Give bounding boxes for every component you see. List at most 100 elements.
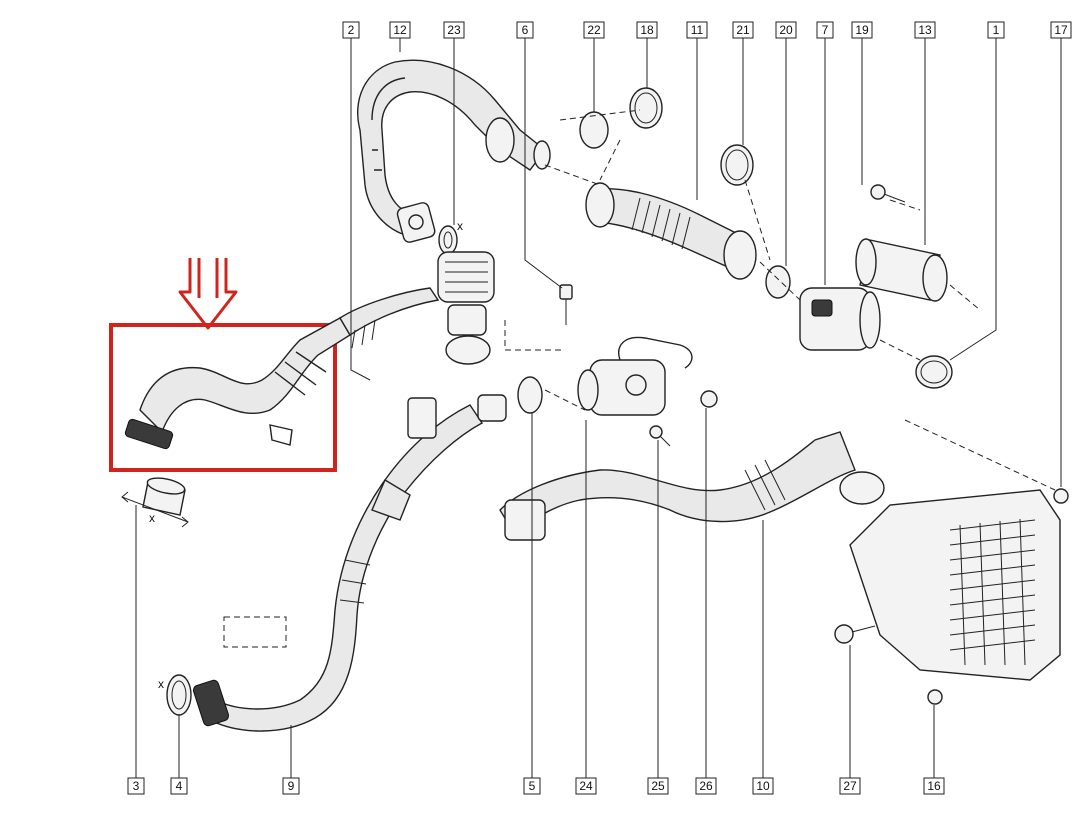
part-23-gasket: x <box>438 219 463 255</box>
highlight-box <box>109 323 337 472</box>
callout-box <box>170 777 188 795</box>
callout-number: 22 <box>587 23 601 37</box>
callout-box <box>583 21 605 39</box>
part-9-lower-hose <box>192 394 507 732</box>
callout-number: 12 <box>393 23 407 37</box>
part-egr-valve <box>437 251 495 365</box>
callout-21: 21 <box>732 21 754 39</box>
callout-27: 27 <box>839 777 861 795</box>
callout-box <box>695 777 717 795</box>
part-19-bolt <box>870 184 906 203</box>
callout-box <box>816 21 834 39</box>
callout-box <box>752 777 774 795</box>
part-24-throttle-body <box>577 336 693 416</box>
callout-box <box>389 21 411 39</box>
part-intercooler <box>849 489 1061 681</box>
part-3-sleeve: x <box>121 477 189 528</box>
callout-number: 11 <box>691 23 704 37</box>
callout-number: 5 <box>529 779 536 793</box>
part-20-gasket <box>765 265 791 299</box>
callout-number: 27 <box>843 779 857 793</box>
callout-10: 10 <box>752 777 774 795</box>
part-10-outlet-hose <box>499 431 885 541</box>
callout-11: 11 <box>686 21 708 39</box>
callout-box <box>686 21 708 39</box>
callout-20: 20 <box>775 21 797 39</box>
part-4-o-ring: x <box>158 674 192 716</box>
callout-9: 9 <box>282 777 300 795</box>
callout-17: 17 <box>1050 21 1072 39</box>
callout-12: 12 <box>389 21 411 39</box>
callout-16: 16 <box>923 777 945 795</box>
callout-19: 19 <box>851 21 873 39</box>
callout-23: 23 <box>443 21 465 39</box>
callout-box <box>516 21 534 39</box>
callout-labels: 2 12 23 6 22 18 11 21 20 7 19 13 1 17 3 4 9 5 24 25 26 10 27 16 <box>127 21 1072 795</box>
callout-number: 25 <box>651 779 665 793</box>
callout-box <box>914 21 936 39</box>
callout-box <box>575 777 597 795</box>
callout-number: 2 <box>348 23 355 37</box>
callout-3: 3 <box>127 777 145 795</box>
callout-number: 16 <box>927 779 941 793</box>
part-21-clamp <box>720 144 754 186</box>
callout-24: 24 <box>575 777 597 795</box>
highlight-arrow-icon <box>178 258 238 330</box>
callout-13: 13 <box>914 21 936 39</box>
callout-number: 19 <box>855 23 869 37</box>
part-18-clamp <box>629 87 663 129</box>
callout-7: 7 <box>816 21 834 39</box>
dimension-mark: x <box>158 677 164 691</box>
part-7-air-flow-meter <box>799 287 881 351</box>
callout-number: 24 <box>579 779 593 793</box>
part-12-air-duct <box>356 59 551 243</box>
part-26-nut <box>700 390 718 408</box>
callout-box <box>282 777 300 795</box>
callout-box <box>1050 21 1072 39</box>
callout-22: 22 <box>583 21 605 39</box>
callout-box <box>127 777 145 795</box>
callout-4: 4 <box>170 777 188 795</box>
callout-25: 25 <box>647 777 669 795</box>
callout-6: 6 <box>516 21 534 39</box>
callout-number: 21 <box>736 23 750 37</box>
part-25-bolt <box>649 425 671 447</box>
callout-number: 17 <box>1054 23 1068 37</box>
dimension-mark: x <box>457 219 463 233</box>
callout-box <box>342 21 360 39</box>
callout-number: 4 <box>176 779 183 793</box>
callout-box <box>775 21 797 39</box>
part-27-bolt <box>834 624 876 644</box>
callout-26: 26 <box>695 777 717 795</box>
callout-5: 5 <box>523 777 541 795</box>
callout-box <box>647 777 669 795</box>
part-16-bolt <box>927 689 943 705</box>
callout-number: 13 <box>918 23 932 37</box>
callout-box <box>732 21 754 39</box>
callout-number: 3 <box>133 779 140 793</box>
callout-box <box>839 777 861 795</box>
part-5-gasket <box>517 376 543 414</box>
part-1-o-ring <box>915 355 953 389</box>
callout-number: 18 <box>640 23 654 37</box>
callout-box <box>523 777 541 795</box>
part-6-bolt <box>559 284 573 325</box>
callout-2: 2 <box>342 21 360 39</box>
callout-number: 10 <box>756 779 770 793</box>
callout-box <box>636 21 658 39</box>
part-2-intake-hose <box>124 287 440 450</box>
callout-number: 1 <box>993 23 1000 37</box>
leader-lines <box>135 38 1062 778</box>
callout-number: 7 <box>822 23 829 37</box>
callout-box <box>851 21 873 39</box>
callout-18: 18 <box>636 21 658 39</box>
assembly-lines <box>504 109 1056 491</box>
part-11-corrugated-pipe <box>585 182 757 280</box>
part-17-nut <box>1053 488 1069 504</box>
dashed-bracket <box>223 616 287 648</box>
callout-box <box>923 777 945 795</box>
callout-1: 1 <box>987 21 1005 39</box>
callout-number: 9 <box>288 779 295 793</box>
